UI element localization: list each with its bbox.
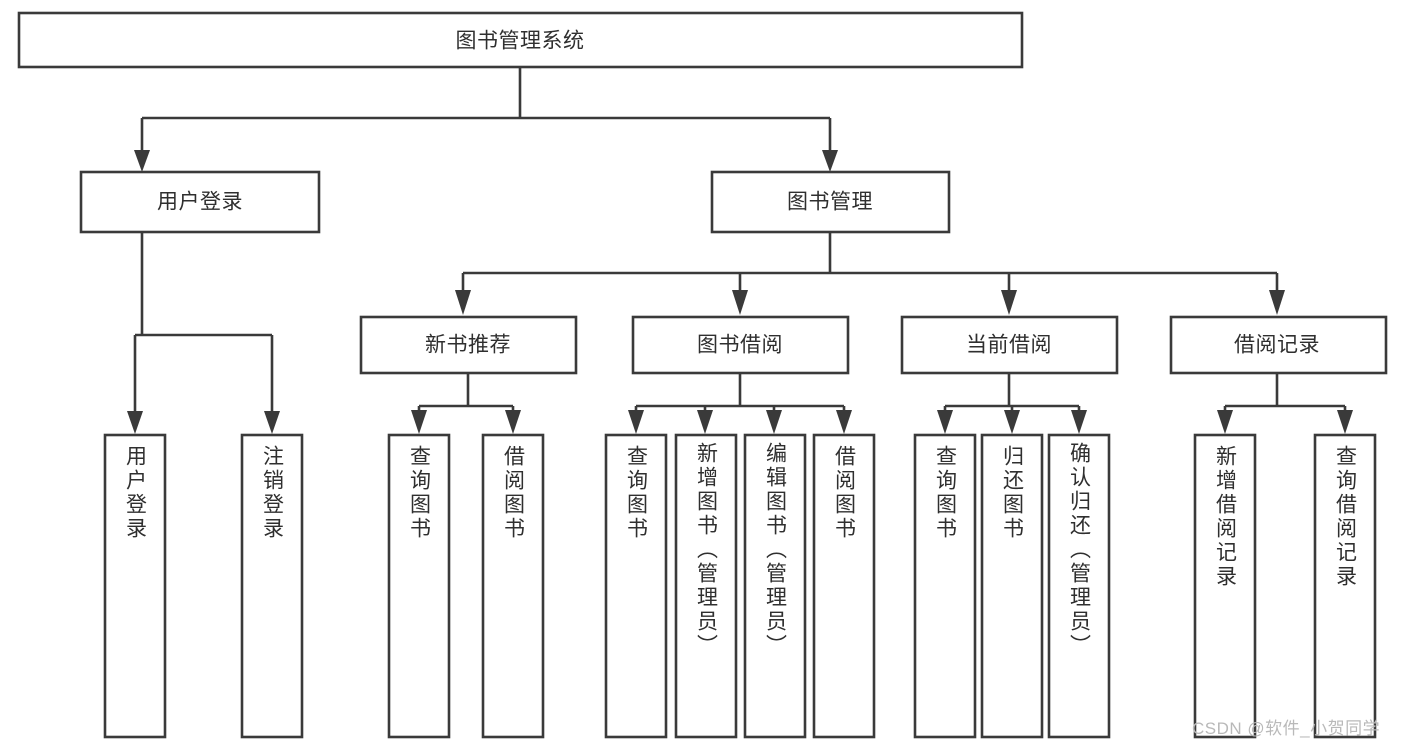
connector-group-records [1217,373,1353,434]
connector-group-root [134,67,838,172]
arrow-head-icon [127,411,143,434]
arrow-head-icon [766,410,782,434]
arrow-head-icon [937,410,953,434]
connector-group-user-login [127,232,280,434]
node-box-leaf-logout[interactable] [240,433,304,739]
node-box-leaf-add-record[interactable] [1193,433,1257,739]
arrow-head-icon [264,411,280,434]
connector-group-borrow [628,373,852,434]
arrow-head-icon [1004,410,1020,434]
node-box-leaf-borrow-book-b[interactable] [812,433,876,739]
node-label-borrow: 图书借阅 [697,334,783,357]
arrow-head-icon [411,410,427,434]
arrow-head-icon [1071,410,1087,434]
node-box-leaf-user-login[interactable] [103,433,167,739]
connector-group-new-books [411,373,521,434]
arrow-head-icon [134,150,150,172]
node-label-root: 图书管理系统 [456,30,585,53]
node-label-current: 当前借阅 [966,334,1052,357]
node-label-book-mgmt: 图书管理 [787,191,873,214]
node-box-borrow[interactable] [631,315,850,375]
node-box-root[interactable] [17,11,1024,69]
connector-group-book-mgmt [455,232,1285,315]
node-label-new-books: 新书推荐 [425,334,511,357]
arrow-head-icon [836,410,852,434]
node-box-book-mgmt[interactable] [710,170,951,234]
watermark-text: CSDN @软件_小贺同学 [1192,719,1381,738]
node-box-current[interactable] [900,315,1119,375]
node-box-leaf-edit-book[interactable] [743,433,807,739]
arrow-head-icon [1337,410,1353,434]
node-box-leaf-confirm-return[interactable] [1047,433,1111,739]
node-label-records: 借阅记录 [1234,334,1320,357]
arrow-head-icon [1001,290,1017,315]
arrow-head-icon [1217,410,1233,434]
node-box-user-login[interactable] [79,170,321,234]
arrow-head-icon [505,410,521,434]
arrow-head-icon [628,410,644,434]
node-box-leaf-query-book-b[interactable] [604,433,668,739]
node-box-leaf-borrow-book-a[interactable] [481,433,545,739]
node-box-records[interactable] [1169,315,1388,375]
arrow-head-icon [822,150,838,172]
arrow-head-icon [697,410,713,434]
arrow-head-icon [732,290,748,315]
node-label-user-login: 用户登录 [157,191,243,214]
arrow-head-icon [455,290,471,315]
node-box-leaf-return-book[interactable] [980,433,1044,739]
node-box-new-books[interactable] [359,315,578,375]
arrow-head-icon [1269,290,1285,315]
node-box-leaf-add-book[interactable] [674,433,738,739]
node-box-leaf-query-record[interactable] [1313,433,1377,739]
node-box-leaf-query-book-c[interactable] [913,433,977,739]
node-box-leaf-query-book-a[interactable] [387,433,451,739]
connector-group-current [937,373,1087,434]
